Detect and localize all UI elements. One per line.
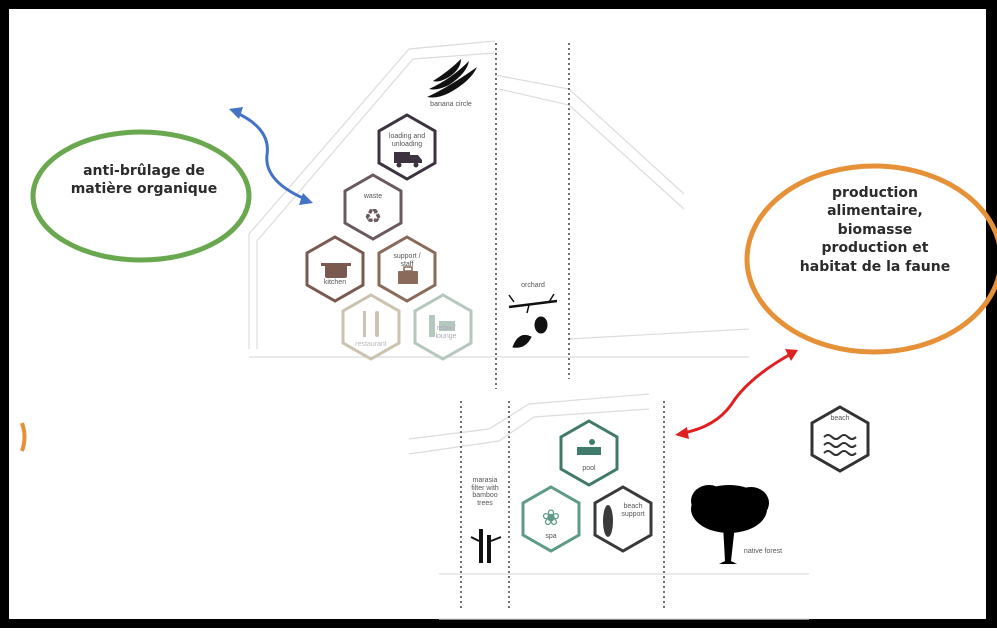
right-callout-text: production alimentaire, biomasse product… [799, 185, 951, 275]
blue-arrow [229, 107, 313, 205]
site-lines [248, 40, 809, 620]
hex-restaurant [341, 293, 401, 361]
label-beach: beach [830, 415, 850, 422]
label-loading: loading and unloading [388, 133, 426, 148]
lotus-icon: ❀ [542, 506, 560, 531]
truck-icon [394, 152, 422, 168]
pot-icon [321, 263, 351, 278]
hex-pool [559, 419, 619, 487]
fork-knife-icon [363, 311, 379, 337]
red-arrow [675, 349, 798, 439]
pool-icon [577, 439, 601, 455]
surfboard-icon [603, 505, 613, 537]
briefcase-icon [398, 266, 418, 284]
hex-loading [377, 113, 437, 181]
left-callout-text: anti-brûlage de matière organique [70, 163, 218, 198]
banana-icon [427, 59, 477, 98]
orange-edge-arc [20, 422, 27, 452]
dotted-dividers [460, 43, 665, 609]
label-banana: banana circle [430, 101, 472, 108]
right-callout-ellipse [744, 163, 997, 355]
hex-waste [343, 173, 403, 241]
label-pool: pool [582, 465, 596, 472]
label-beach-support: beach support [621, 503, 645, 518]
hex-relax [413, 293, 473, 361]
label-bamboo: marasia filter with bamboo trees [471, 477, 499, 508]
tree-icon [691, 485, 769, 564]
hex-beach-support [593, 485, 653, 553]
bamboo-icon [470, 529, 502, 563]
lounge-icon [429, 315, 455, 337]
label-native-forest: native forest [743, 548, 783, 555]
label-kitchen: kitchen [323, 279, 347, 286]
label-support: support / staff [393, 253, 421, 268]
label-restaurant: restaurant [355, 341, 387, 348]
orchard-icon [508, 293, 558, 348]
hex-support [377, 235, 437, 303]
hex-spa [521, 485, 581, 553]
waves-icon [823, 434, 857, 456]
hex-beach [810, 405, 870, 473]
label-orchard: orchard [521, 282, 545, 289]
recycle-icon: ♻ [364, 204, 382, 228]
label-relax: relax / lounge [435, 325, 457, 340]
left-callout-ellipse [30, 129, 252, 263]
label-waste: waste [363, 193, 383, 200]
site-diagram: ♻ ❀ [20, 40, 997, 620]
label-spa: spa [545, 533, 557, 540]
hex-kitchen [305, 235, 365, 303]
